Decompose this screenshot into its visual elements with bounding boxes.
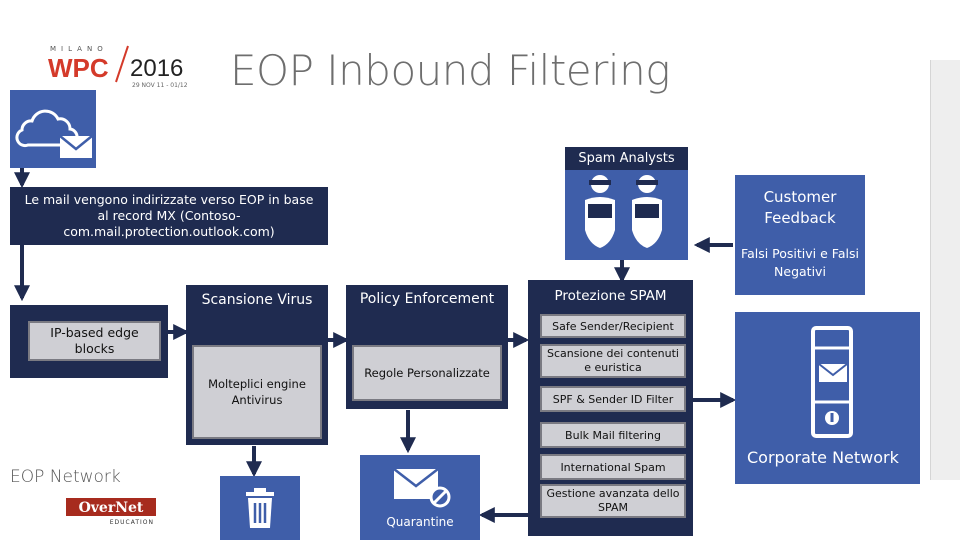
virus-scan-box: Scansione Virus Molteplici engine Antivi… — [186, 285, 328, 445]
analysts-icon — [585, 175, 662, 248]
logo-year: 2016 — [130, 55, 183, 82]
customer-feedback-box: Customer Feedback Falsi Positivi e Falsi… — [735, 175, 865, 295]
overnet-logo: OverNet EDUCATION — [66, 498, 156, 526]
bulk-mail-label: Bulk Mail filtering — [540, 422, 686, 448]
policy-enforcement-box: Policy Enforcement Regole Personalizzate — [346, 285, 508, 409]
logo-brand: WPC — [48, 53, 109, 83]
antivirus-engines-label: Molteplici engine Antivirus — [192, 345, 322, 439]
corporate-network-box: Corporate Network — [735, 312, 920, 484]
wpc-logo: MILANO WPC 2016 29 NOV 11 - 01/12 — [44, 42, 204, 90]
page-title: EOP Inbound Filtering — [230, 46, 670, 95]
trash-icon — [246, 488, 274, 528]
delete-box — [220, 476, 300, 540]
international-spam-label: International Spam — [540, 454, 686, 480]
cloud-mail-icon — [15, 109, 93, 158]
edge-blocks-label: IP-based edge blocks — [28, 321, 161, 361]
quarantine-mail-icon — [393, 468, 451, 508]
overnet-logo-sub: EDUCATION — [110, 519, 154, 526]
corporate-network-label: Corporate Network — [747, 448, 899, 467]
edge-blocks-box: IP-based edge blocks — [10, 305, 168, 378]
spam-analysts-label: Spam Analysts — [565, 147, 688, 170]
mail-sender-box — [10, 90, 96, 168]
quarantine-label: Quarantine — [386, 515, 454, 529]
spam-protection-label: Protezione SPAM — [554, 288, 667, 304]
side-scrollbar — [930, 60, 960, 480]
mobile-mail-icon — [811, 326, 853, 438]
safe-sender-label: Safe Sender/Recipient — [540, 314, 686, 338]
overnet-logo-graphic: OverNet EDUCATION — [66, 498, 156, 526]
logo-city: MILANO — [50, 45, 108, 53]
routing-note: Le mail vengono indirizzate verso EOP in… — [10, 187, 328, 245]
policy-enforcement-label: Policy Enforcement — [359, 291, 495, 307]
content-scan-label: Scansione dei contenuti e euristica — [540, 344, 686, 378]
false-positives-label: Falsi Positivi e Falsi Negativi — [741, 246, 859, 279]
spam-analysts-box — [565, 170, 688, 260]
advanced-spam-label: Gestione avanzata dello SPAM — [540, 484, 686, 518]
spam-protection-box: Protezione SPAM Safe Sender/Recipient Sc… — [528, 280, 693, 536]
customer-feedback-label: Customer Feedback — [763, 188, 837, 227]
overnet-logo-text: OverNet — [79, 500, 144, 516]
logo-dates: 29 NOV 11 - 01/12 — [132, 82, 188, 89]
eop-network-label: EOP Network — [10, 467, 121, 487]
quarantine-box: Quarantine — [360, 455, 480, 540]
wpc-logo-graphic: MILANO WPC 2016 29 NOV 11 - 01/12 — [48, 45, 188, 89]
custom-rules-label: Regole Personalizzate — [352, 345, 502, 401]
virus-scan-label: Scansione Virus — [201, 292, 313, 308]
spf-filter-label: SPF & Sender ID Filter — [540, 386, 686, 412]
